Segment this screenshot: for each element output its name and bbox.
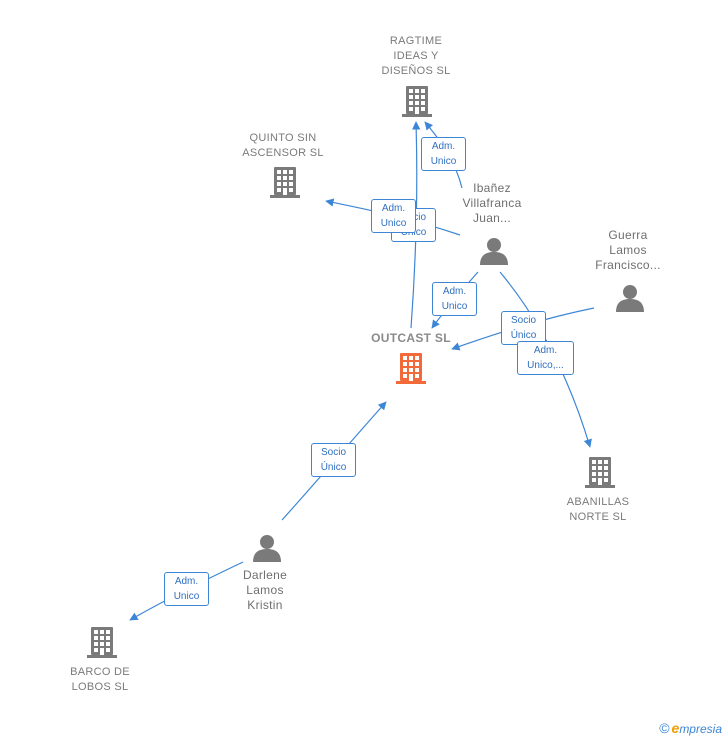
brand-logo-initial: e (671, 720, 680, 736)
building-icon-outcast (396, 353, 426, 384)
relation-detail: Unico (173, 591, 200, 602)
node-label-abanillas[interactable]: ABANILLAS NORTE SL (566, 496, 630, 523)
relation-role: Adm. (442, 286, 467, 297)
person-icon-darlene (253, 535, 281, 562)
relation-badge[interactable]: Adm. Unico (371, 199, 416, 233)
relation-role: Adm. (533, 345, 558, 356)
person-icon-ibanez (480, 238, 508, 265)
relation-role: Socio (510, 315, 536, 326)
building-icon-abanillas (585, 457, 615, 488)
node-label-quinto[interactable]: QUINTO SIN ASCENSOR SL (242, 132, 324, 159)
relation-badge[interactable]: Adm. Unico (421, 137, 466, 171)
relation-role: Adm. (381, 203, 406, 214)
node-label-ragtime[interactable]: RAGTIME IDEAS Y DISEÑOS SL (381, 35, 451, 77)
node-label-outcast[interactable]: OUTCAST SL (371, 331, 451, 345)
brand-footer: ©empresia (659, 720, 722, 736)
relation-detail: Único (320, 462, 347, 473)
relation-detail: Unico,... (527, 360, 564, 371)
relation-role: Adm. (174, 576, 199, 587)
copyright-icon: © (659, 720, 670, 736)
node-label-ibanez[interactable]: Ibañez Villafranca Juan... (462, 181, 522, 225)
node-label-darlene[interactable]: Darlene Lamos Kristin (242, 568, 288, 612)
person-icon-guerra (616, 285, 644, 312)
relation-badge[interactable]: Adm. Unico,... (517, 341, 574, 375)
node-label-guerra[interactable]: Guerra Lamos Francisco... (595, 228, 661, 272)
building-icon-barco (87, 627, 117, 658)
relation-detail: Unico (441, 301, 468, 312)
relation-detail: Único (510, 330, 537, 341)
relation-role: Socio (320, 447, 346, 458)
relation-badge[interactable]: Adm. Unico (164, 572, 209, 606)
relation-detail: Unico (430, 156, 457, 167)
relation-badge[interactable]: Adm. Unico (432, 282, 477, 316)
building-icon-ragtime (402, 86, 432, 117)
relation-detail: Unico (380, 218, 407, 229)
node-label-barco[interactable]: BARCO DE LOBOS SL (70, 666, 130, 693)
relation-role: Adm. (431, 141, 456, 152)
building-icon-quinto (270, 167, 300, 198)
brand-logo-text: mpresia (679, 722, 722, 736)
